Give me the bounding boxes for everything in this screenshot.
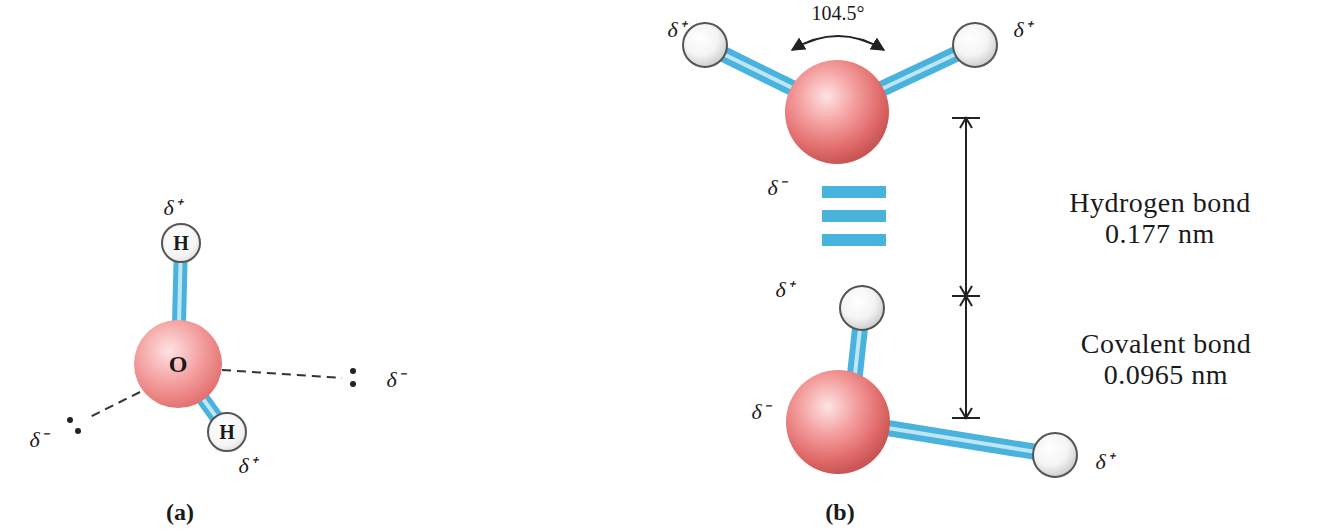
dimension-value: 0.177 nm — [1105, 219, 1215, 250]
hydrogen-atom — [683, 23, 727, 67]
partial-charge: δ⁺ — [1013, 18, 1030, 42]
panel-label: (a) — [166, 499, 194, 525]
lone-pair-dot — [350, 381, 356, 387]
partial-charge: δ⁺ — [163, 196, 180, 220]
dimension-label: Covalent bond — [1081, 329, 1252, 360]
bond-stroke — [179, 261, 181, 322]
lone-pair-dash — [88, 392, 140, 418]
dimension-label: Hydrogen bond — [1069, 188, 1250, 219]
lone-pair-dot — [67, 417, 73, 423]
hydrogen-atom: H — [161, 223, 201, 263]
covalent-bond — [179, 261, 181, 322]
oxygen-atom: O — [134, 320, 222, 408]
atom-symbol: H — [173, 232, 189, 255]
dimension-value: 0.0965 nm — [1104, 360, 1228, 391]
bond-angle: 104.5° — [812, 2, 865, 24]
angle-arc — [792, 36, 884, 50]
oxygen-atom — [785, 60, 889, 164]
partial-charge: δ⁺ — [667, 18, 684, 42]
atom-symbol: O — [169, 351, 188, 378]
oxygen-atom — [786, 370, 890, 474]
dimension-line — [952, 118, 980, 418]
lone-pair-dot — [350, 368, 356, 374]
bond-stroke — [203, 398, 217, 417]
partial-charge: δ⁻ — [386, 368, 403, 392]
partial-charge: δ⁺ — [1095, 450, 1112, 474]
partial-charge: δ⁺ — [238, 454, 255, 478]
hydrogen-bond-bars — [822, 186, 886, 246]
panel-label: (b) — [825, 499, 854, 525]
lone-pair-dot — [75, 428, 81, 434]
bond-highlight — [179, 261, 181, 322]
hydrogen-atom — [1033, 433, 1077, 477]
partial-charge: δ⁻ — [29, 428, 46, 452]
hydrogen-atom: H — [207, 412, 247, 452]
lone-pair-dash — [222, 370, 342, 378]
hydrogen-atom — [840, 286, 884, 330]
partial-charge: δ⁺ — [775, 278, 792, 302]
covalent-bond — [203, 398, 217, 417]
partial-charge: δ⁻ — [767, 176, 784, 200]
hydrogen-atom — [953, 23, 997, 67]
partial-charge: δ⁻ — [751, 400, 768, 424]
atom-symbol: H — [219, 421, 235, 444]
bond-highlight — [203, 398, 217, 417]
